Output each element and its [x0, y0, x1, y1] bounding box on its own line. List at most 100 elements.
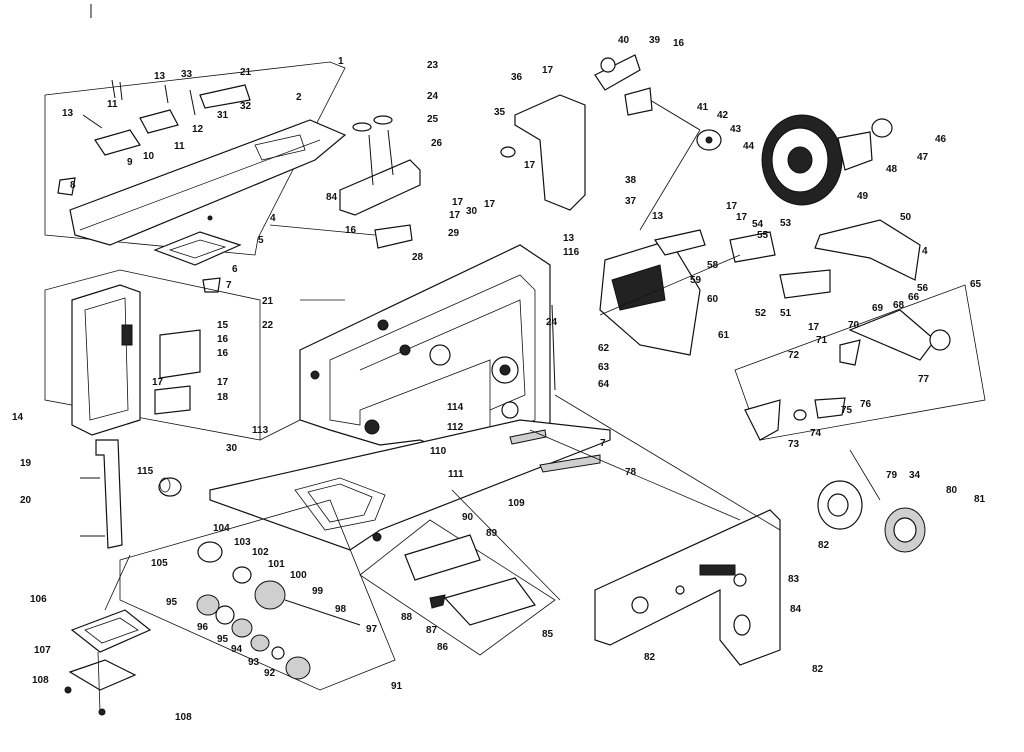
upper-right-assembly: [500, 54, 722, 211]
label-1: 1: [338, 56, 344, 67]
lead-8: [849, 449, 881, 501]
label-28: 28: [412, 252, 424, 263]
label-13a: 13: [62, 108, 74, 119]
label-15: 15: [217, 320, 229, 331]
upper-bracket-body: [339, 159, 421, 216]
knob-115-face: [159, 477, 171, 493]
screw-108b: [98, 708, 106, 716]
screw-13c: [164, 84, 169, 104]
label-24a: 24: [427, 91, 439, 102]
base-plate-106: [70, 609, 152, 653]
label-93: 93: [248, 657, 260, 668]
label-89: 89: [486, 528, 498, 539]
label-105: 105: [151, 558, 168, 569]
front-panel-hole-4: [675, 585, 685, 595]
label-108a: 108: [32, 675, 49, 686]
front-panel-window: [699, 564, 736, 576]
label-72: 72: [788, 350, 800, 361]
label-44: 44: [743, 141, 755, 152]
gear-95a: [196, 594, 220, 616]
front-panel-hole-3: [733, 614, 751, 636]
lead-1: [259, 419, 301, 441]
lead-2: [269, 224, 376, 236]
bracket-12: [139, 109, 179, 134]
label-63: 63: [598, 362, 610, 373]
label-90: 90: [462, 512, 474, 523]
frame-hole-small-1: [399, 344, 411, 356]
label-112: 112: [447, 422, 464, 433]
clip-88: [429, 594, 446, 609]
label-25: 25: [427, 114, 439, 125]
dial-hub: [827, 493, 849, 517]
label-12a: 12: [192, 124, 204, 135]
label-17e: 17: [152, 377, 164, 388]
label-37: 37: [625, 196, 637, 207]
label-3: 13: [563, 233, 575, 244]
label-95a: 95: [166, 597, 178, 608]
side-cover-group-outline: [44, 269, 261, 441]
label-16c: 16: [217, 348, 229, 359]
hinge-plate-18: [154, 385, 191, 415]
label-60: 60: [707, 294, 719, 305]
screw-108a: [64, 686, 72, 694]
part-labels: 1 2 4 5 6 7 8 9 10 11 11 12 32 13 13 33 …: [12, 35, 986, 723]
lead-6: [599, 254, 741, 316]
label-95b: 95: [217, 634, 229, 645]
label-51: 51: [780, 308, 792, 319]
frame-hole-small-2: [377, 319, 389, 331]
label-65: 65: [970, 279, 982, 290]
label-100: 100: [290, 570, 307, 581]
label-97: 97: [366, 624, 378, 635]
label-2: 2: [296, 92, 302, 103]
label-111: 111: [448, 469, 464, 480]
side-cover-latch: [121, 324, 133, 346]
washer-96: [215, 605, 235, 625]
lever-73: [744, 399, 781, 441]
bed-plate-opening: [294, 477, 386, 531]
mid-right-parts: [729, 231, 831, 299]
bottom-plate-group-outline: [359, 519, 556, 656]
label-20: 20: [20, 495, 32, 506]
label-17j: 17: [808, 322, 820, 333]
label-33: 33: [181, 69, 193, 80]
bracket-10: [94, 129, 141, 156]
label-34: 34: [909, 470, 921, 481]
label-47: 47: [917, 152, 929, 163]
label-109: 109: [508, 498, 525, 509]
screw-13a: [111, 79, 116, 99]
base-stem: [97, 651, 101, 713]
label-88: 88: [401, 612, 413, 623]
lead-3: [451, 489, 561, 601]
label-56: 56: [917, 283, 929, 294]
label-70: 70: [848, 320, 860, 331]
label-79: 79: [886, 470, 898, 481]
washer-23a: [352, 122, 372, 132]
frame-hook: [364, 419, 380, 435]
arm-40: [594, 54, 641, 91]
label-17g: 17: [524, 160, 536, 171]
front-panel-body: [594, 509, 781, 666]
bracket-55: [729, 231, 776, 263]
label-58: 58: [707, 260, 719, 271]
base-plate-group: [64, 609, 152, 716]
label-18: 18: [217, 392, 229, 403]
wheel-43-center: [705, 136, 713, 144]
label-71: 71: [816, 335, 828, 346]
base-plate-107: [68, 659, 137, 691]
label-83: 83: [788, 574, 800, 585]
label-35: 35: [494, 107, 506, 118]
label-31: 31: [217, 110, 229, 121]
bracket-58: [654, 229, 706, 256]
label-50: 50: [900, 212, 912, 223]
label-8: 8: [70, 180, 76, 191]
label-101: 101: [268, 559, 285, 570]
label-52: 52: [755, 308, 767, 319]
bed-plate-opening-inner: [307, 483, 373, 523]
label-48: 48: [886, 164, 898, 175]
motor-vent: [611, 264, 666, 311]
plate-41: [624, 87, 653, 116]
rail-78: [539, 454, 601, 473]
top-cover-group: [44, 61, 347, 293]
label-7a: 7: [226, 280, 232, 291]
